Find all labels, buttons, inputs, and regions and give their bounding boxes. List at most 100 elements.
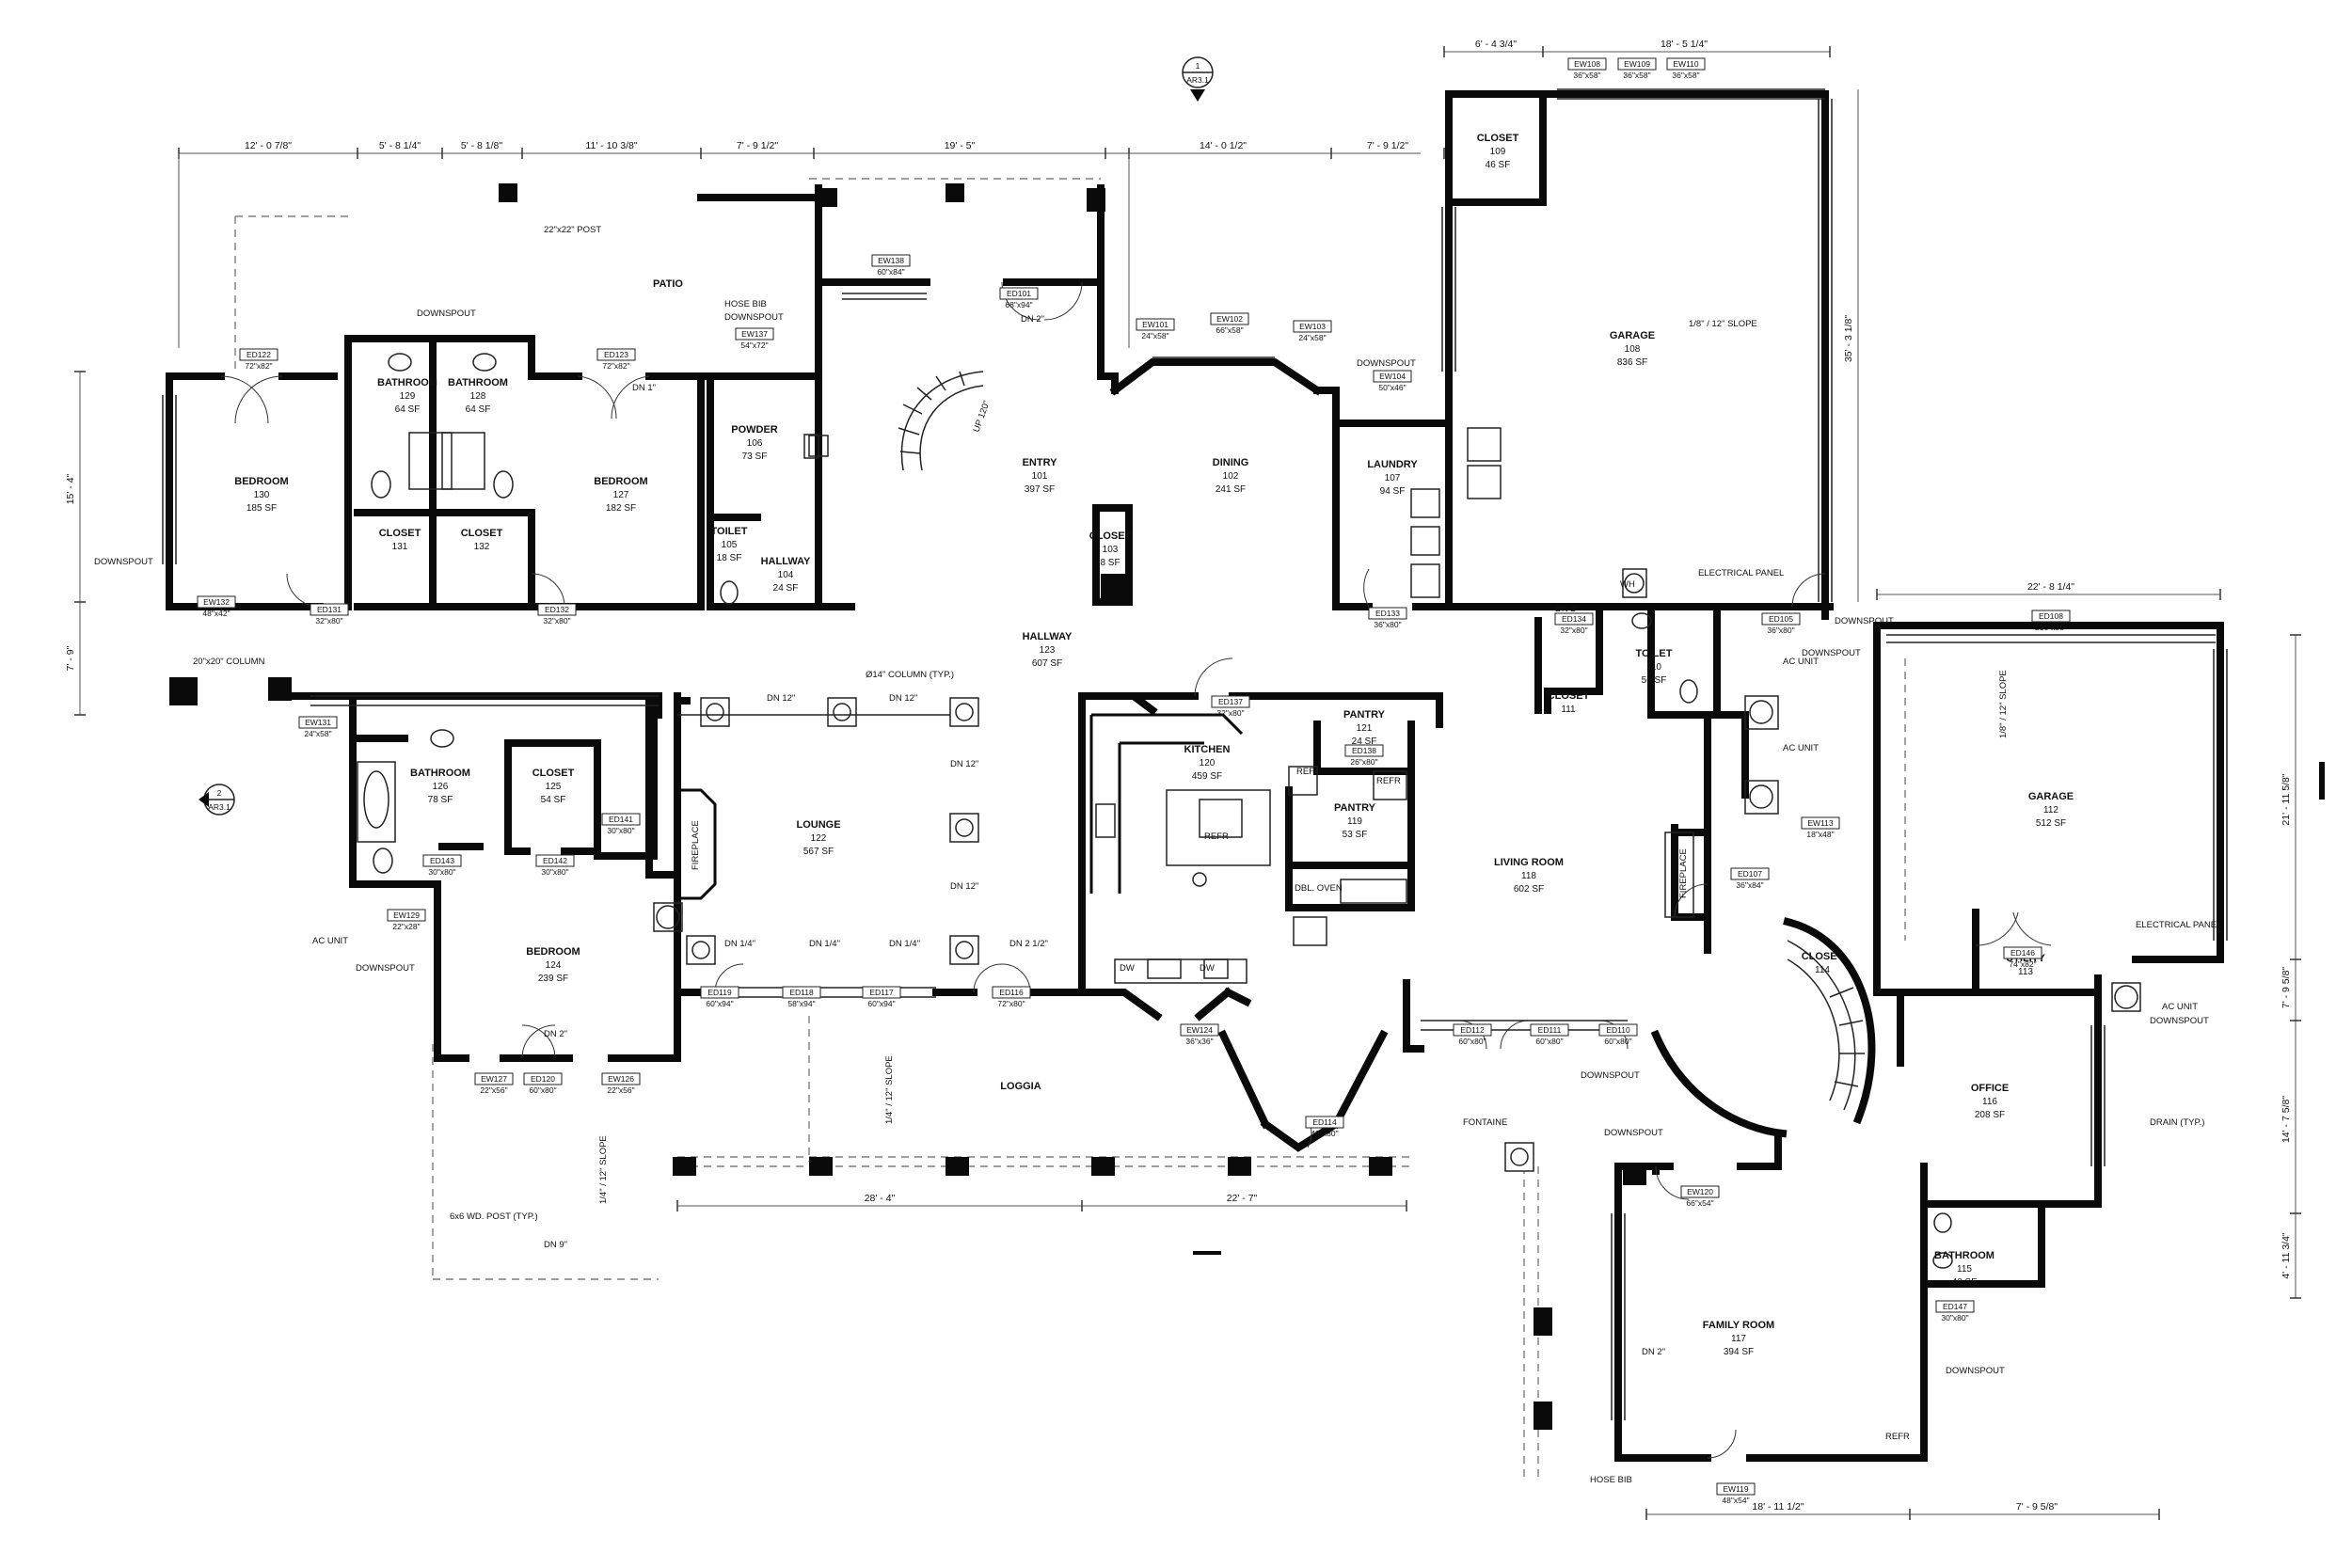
top-dimension-strings: 12' - 0 7/8" 5' - 8 1/4" 5' - 8 1/8" 11'… — [178, 39, 1831, 348]
svg-text:567 SF: 567 SF — [803, 847, 834, 857]
note-dn-q2: DN 1/4" — [809, 939, 840, 949]
svg-text:120: 120 — [1200, 758, 1216, 768]
svg-text:110: 110 — [1646, 662, 1661, 673]
section-marker-1: 1 AR3.1 — [1182, 56, 1214, 102]
note-downspout-8: DOWNSPOUT — [2150, 1016, 2209, 1026]
svg-text:115: 115 — [1957, 1264, 1972, 1275]
svg-text:607 SF: 607 SF — [1032, 658, 1062, 669]
note-dn-12-1: DN 12" — [767, 693, 795, 704]
opening-tag-size: 66"x54" — [1686, 1198, 1713, 1208]
note-refr-3: REFR — [1376, 776, 1401, 786]
opening-tag-id: EW102 — [1216, 314, 1243, 324]
opening-tag-size: 60"x80" — [1604, 1037, 1631, 1046]
lounge-columns — [686, 697, 1534, 1172]
svg-text:114: 114 — [1815, 965, 1830, 975]
bottom-dimension-strings: 28' - 4" 22' - 7" 18' - 11 1/2" 7' - 9 5… — [676, 1193, 2160, 1520]
note-dn-2-entry: DN 2" — [1021, 314, 1044, 325]
svg-text:LIVING ROOM: LIVING ROOM — [1494, 857, 1564, 868]
svg-text:116: 116 — [1982, 1097, 1997, 1107]
svg-text:131: 131 — [392, 542, 408, 552]
note-dn-1: DN 1" — [632, 383, 656, 393]
note-downspout-7: DOWNSPOUT — [1802, 648, 1861, 658]
room-lounge-122: LOUNGE 122 567 SF — [796, 819, 840, 857]
note-post: 22"x22" POST — [544, 225, 601, 235]
opening-tag-size: 72"x82" — [245, 361, 272, 371]
opening-tag-id: ED123 — [604, 350, 628, 359]
svg-text:117: 117 — [1731, 1334, 1746, 1344]
opening-tag-size: 60"x80" — [529, 1085, 556, 1095]
svg-text:78 SF: 78 SF — [428, 795, 453, 805]
svg-text:FAMILY ROOM: FAMILY ROOM — [1703, 1320, 1774, 1331]
opening-tag-size: 66"x58" — [1216, 325, 1243, 335]
dim-top-4: 11' - 10 3/8" — [585, 140, 637, 151]
opening-tag-id: EW129 — [393, 911, 420, 920]
dim-bottom-2: 22' - 7" — [1227, 1193, 1258, 1204]
note-electrical-1: ELECTRICAL PANEL — [1698, 568, 1784, 578]
opening-tag-id: ED138 — [1352, 746, 1376, 755]
dim-top-7: 14' - 0 1/2" — [1200, 140, 1247, 151]
svg-text:CLOSET: CLOSET — [461, 528, 503, 539]
opening-tag-id: EW108 — [1574, 59, 1600, 69]
garage-doors — [1886, 634, 2216, 941]
opening-tag-ed111: ED111 60"x80" — [1530, 1023, 1569, 1046]
svg-text:CLOSET: CLOSET — [1089, 531, 1132, 542]
note-downspout-4: DOWNSPOUT — [356, 963, 415, 974]
note-dn-2-family: DN 2" — [1642, 1347, 1665, 1357]
opening-tag-size: 36"x58" — [1672, 71, 1699, 80]
dim-top-10: 18' - 5 1/4" — [1661, 39, 1708, 50]
dim-bottom-1: 28' - 4" — [865, 1193, 896, 1204]
opening-tag-size: 60"x80" — [1535, 1037, 1563, 1046]
svg-text:53 SF: 53 SF — [1343, 830, 1368, 840]
room-dining-102: DINING 102 241 SF — [1213, 457, 1249, 495]
note-ac-unit-2: AC UNIT — [1783, 657, 1819, 667]
svg-text:125: 125 — [546, 782, 562, 792]
room-bedroom-124: BEDROOM 124 239 SF — [526, 946, 580, 984]
svg-text:73 SF: 73 SF — [742, 451, 768, 462]
room-toilet-105: TOILET 105 18 SF — [711, 526, 748, 563]
opening-tag-id: ED101 — [1007, 289, 1031, 298]
opening-tag-id: ED111 — [1538, 1025, 1562, 1035]
room-closet-114: CLOSET 114 — [1802, 951, 1844, 975]
opening-tag-size: 30"x80" — [1941, 1313, 1968, 1323]
svg-text:130: 130 — [254, 490, 270, 500]
opening-tag-size: 32"x80" — [543, 616, 570, 626]
note-refr-1: REFR — [1204, 832, 1229, 842]
svg-text:PANTRY: PANTRY — [1343, 709, 1386, 721]
svg-text:119: 119 — [1347, 816, 1362, 827]
svg-text:132: 132 — [474, 542, 490, 552]
svg-text:2: 2 — [217, 788, 222, 798]
note-slope-garage-2: 1/8" / 12" SLOPE — [1998, 670, 2009, 738]
note-up-stair: UP 120" — [971, 399, 992, 434]
opening-tag-id: ED116 — [999, 988, 1024, 997]
note-dn-2-bed: DN 2" — [544, 1029, 567, 1039]
opening-tag-id: ED147 — [1943, 1302, 1967, 1311]
kitchen-fixtures — [1089, 713, 1407, 984]
opening-tag-size: 36"x58" — [1623, 71, 1650, 80]
section-marker-2: 2 AR3.1 — [199, 784, 235, 816]
svg-text:512 SF: 512 SF — [2036, 818, 2066, 829]
opening-tag-id: EW137 — [741, 329, 768, 339]
opening-tag-id: ED108 — [2039, 611, 2063, 621]
fireplaces — [675, 788, 1694, 918]
entry-spiral-stair — [898, 371, 984, 471]
room-closet-132: CLOSET 132 — [461, 528, 503, 552]
dim-bottom-3: 18' - 11 1/2" — [1752, 1501, 1804, 1513]
room-office-116: OFFICE 116 208 SF — [1971, 1083, 2009, 1120]
windows — [162, 88, 2228, 1420]
note-downspout-9: DOWNSPOUT — [1581, 1070, 1640, 1081]
svg-text:TOILET: TOILET — [1636, 648, 1673, 659]
opening-tag-id: EW104 — [1379, 372, 1406, 381]
note-drain: DRAIN (TYP.) — [2150, 1117, 2204, 1128]
svg-text:208 SF: 208 SF — [1975, 1110, 2005, 1120]
